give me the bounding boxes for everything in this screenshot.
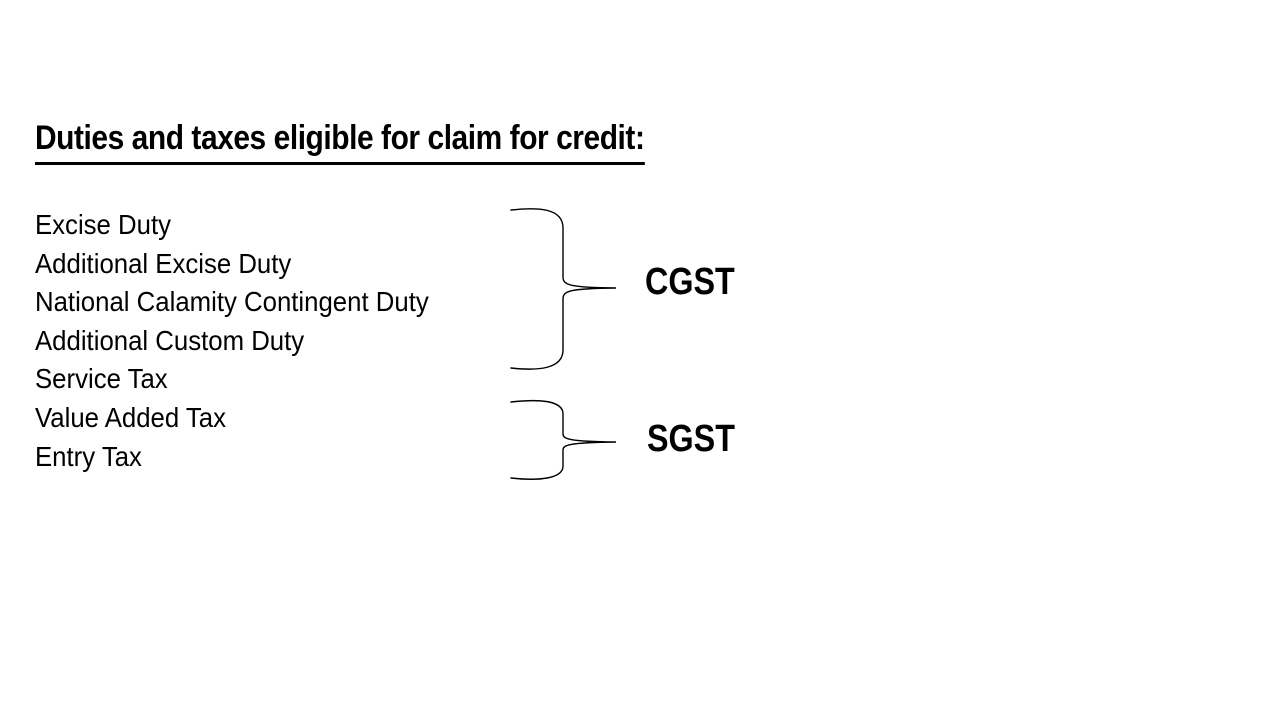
list-item: Service Tax — [35, 363, 168, 395]
list-item: National Calamity Contingent Duty — [35, 286, 429, 318]
tax-list: Excise Duty Additional Excise Duty Natio… — [35, 206, 429, 476]
list-item: Additional Custom Duty — [35, 324, 305, 356]
cgst-group-label: CGST — [645, 261, 735, 303]
sgst-group-label: SGST — [647, 418, 735, 460]
list-item: Excise Duty — [35, 209, 172, 240]
cgst-curly-brace-icon — [510, 208, 617, 370]
list-item: Entry Tax — [35, 440, 142, 472]
list-item: Value Added Tax — [35, 401, 226, 433]
page-title: Duties and taxes eligible for claim for … — [35, 119, 645, 165]
sgst-curly-brace-icon — [510, 399, 617, 480]
list-item: Additional Excise Duty — [35, 247, 292, 279]
